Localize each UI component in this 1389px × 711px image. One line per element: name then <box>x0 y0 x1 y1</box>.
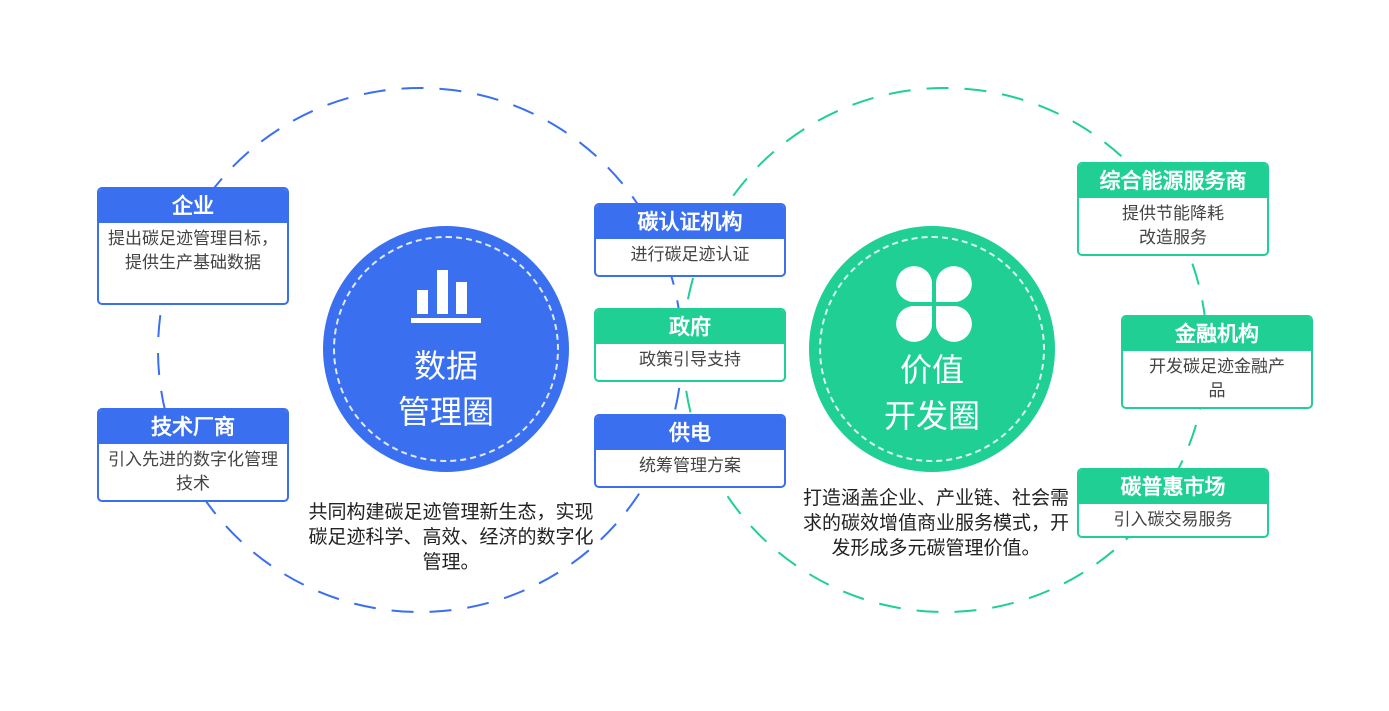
card-title: 综合能源服务商 <box>1079 164 1267 198</box>
circle-title-line2: 开发圈 <box>883 397 980 435</box>
card-title: 金融机构 <box>1123 317 1311 351</box>
card-title: 碳普惠市场 <box>1079 470 1267 504</box>
clover-icon <box>896 266 972 342</box>
data-management-circle: 数据 管理圈 <box>323 226 569 472</box>
card-certification: 碳认证机构 进行碳足迹认证 <box>594 203 786 277</box>
circle-title-line1: 价值 <box>899 351 964 389</box>
value-circle-description: 打造涵盖企业、产业链、社会需求的碳效增值商业服务模式，开发形成多元碳管理价值。 <box>802 487 1069 559</box>
circle-title-line1: 数据 <box>413 347 478 385</box>
card-power-supply: 供电 统筹管理方案 <box>594 414 786 488</box>
card-financial: 金融机构 开发碳足迹金融产品 <box>1121 315 1313 409</box>
card-body: 政策引导支持 <box>639 350 741 370</box>
card-tech-vendor: 技术厂商 引入先进的数字化管理技术 <box>97 408 289 502</box>
card-enterprise: 企业 提出碳足迹管理目标，提供生产基础数据 <box>97 187 289 305</box>
card-title: 政府 <box>596 310 784 344</box>
bar-chart-icon <box>411 270 481 323</box>
card-title: 企业 <box>99 189 287 223</box>
data-circle-description: 共同构建碳足迹管理新生态，实现碳足迹科学、高效、经济的数字化管理。 <box>308 501 594 573</box>
card-body: 开发碳足迹金融产品 <box>1149 357 1285 401</box>
card-carbon-market: 碳普惠市场 引入碳交易服务 <box>1077 468 1269 538</box>
card-title: 技术厂商 <box>99 410 287 444</box>
card-body: 提供节能降耗改造服务 <box>1122 204 1224 248</box>
card-body: 引入碳交易服务 <box>1113 510 1233 530</box>
card-energy-service: 综合能源服务商 提供节能降耗改造服务 <box>1077 162 1269 256</box>
value-development-circle: 价值 开发圈 <box>809 226 1055 472</box>
card-body: 引入先进的数字化管理技术 <box>108 450 278 494</box>
card-government: 政府 政策引导支持 <box>594 308 786 382</box>
card-title: 供电 <box>596 416 784 450</box>
card-title: 碳认证机构 <box>596 205 784 239</box>
card-body: 进行碳足迹认证 <box>630 245 750 265</box>
card-body: 统筹管理方案 <box>639 456 741 476</box>
card-body: 提出碳足迹管理目标，提供生产基础数据 <box>108 229 278 273</box>
circle-title-line2: 管理圈 <box>397 393 494 431</box>
